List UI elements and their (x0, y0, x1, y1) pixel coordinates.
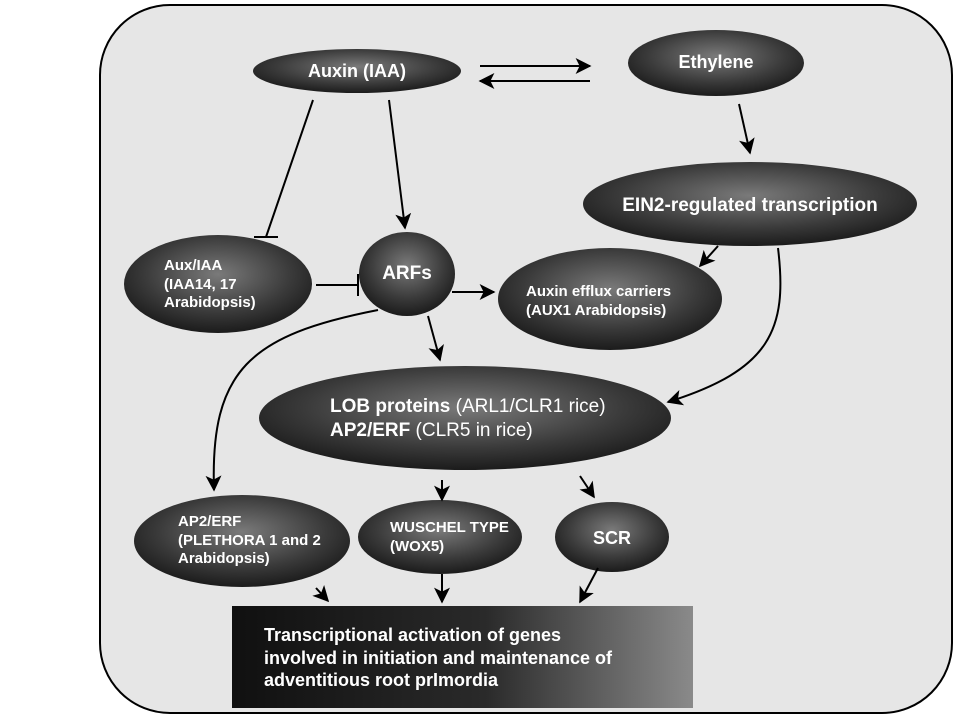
ethylene-label: Ethylene (678, 51, 754, 72)
ein2-node-shape (583, 162, 917, 246)
lob-label-rest-1: (ARL1/CLR1 rice) (450, 396, 606, 418)
auxin-label: Auxin (IAA) (308, 60, 406, 81)
ethylene-node-shape (628, 30, 804, 96)
efflux-label-2: (AUX1 Arabidopsis) (526, 302, 667, 319)
arrow-auxin-to-arfs (388, 99, 412, 230)
wox5-node: WUSCHEL TYPE (WOX5) (390, 515, 530, 561)
wox5-label-2: (WOX5) (390, 538, 445, 555)
transcription-box: Transcriptional activation of genes invo… (264, 614, 690, 702)
transcription-label-3: adventitious root prImordia (264, 670, 499, 691)
transcription-label-2: involved in initiation and maintenance o… (264, 647, 613, 668)
transcription-label-1: Transcriptional activation of genes (264, 625, 562, 646)
transcription-box-shape (232, 606, 693, 708)
lob-label-bold-2: AP2/ERF (330, 420, 411, 441)
arrow-arfs-to-lob (427, 315, 444, 362)
aux-iaa-label-2: (IAA14, 17 (164, 275, 237, 293)
arfs-node-shape (359, 232, 455, 316)
arfs-node: ARFs (359, 254, 455, 294)
arrow-arfs-to-ap2 (205, 309, 379, 492)
arrow-ap2-to-box (312, 584, 330, 603)
ap2-plethora-node-shape (134, 495, 350, 587)
inhibit-auxin-to-auxiaa (265, 99, 314, 238)
scr-node-shape (555, 502, 669, 572)
lob-line-2: AP2/ERF (CLR5 in rice) (330, 419, 533, 443)
ethylene-node: Ethylene (628, 44, 804, 80)
ap2-plethora-label-3: Arabidopsis) (178, 550, 270, 568)
lob-node: LOB proteins (ARL1/CLR1 rice) AP2/ERF (C… (330, 389, 650, 449)
efflux-label-1: Auxin efflux carriers (526, 283, 672, 301)
ein2-label: EIN2-regulated transcription (622, 195, 878, 216)
ap2-plethora-label-1: AP2/ERF (178, 512, 242, 530)
auxin-node-shape (253, 49, 461, 93)
ap2-plethora-label-2: (PLETHORA 1 and 2 (178, 531, 321, 549)
efflux-node: Auxin efflux carriers (AUX1 Arabidopsis) (526, 274, 716, 330)
aux-iaa-node-shape (124, 235, 312, 333)
auxin-node: Auxin (IAA) (253, 52, 461, 90)
aux-iaa-label-1: Aux/IAA (164, 256, 223, 274)
arrow-ein2-to-lob (666, 247, 782, 406)
aux-iaa-node: Aux/IAA (IAA14, 17 Arabidopsis) (164, 245, 304, 325)
scr-label: SCR (592, 527, 631, 548)
efflux-node-shape (498, 248, 722, 350)
ap2-plethora-node: AP2/ERF (PLETHORA 1 and 2 Arabidopsis) (178, 503, 348, 579)
arrow-ethylene-to-ein2 (738, 103, 755, 155)
lob-line-1: LOB proteins (ARL1/CLR1 rice) (330, 395, 606, 419)
wox5-label-1: WUSCHEL TYPE (390, 519, 509, 537)
lob-node-shape (259, 366, 671, 470)
scr-node: SCR (556, 520, 668, 556)
arrow-ein2-to-efflux (698, 245, 719, 268)
ein2-node: EIN2-regulated transcription (583, 186, 917, 226)
lob-label-rest-2: (CLR5 in rice) (410, 420, 533, 441)
aux-iaa-label-3: Arabidopsis) (164, 294, 256, 312)
arrow-lob-to-scr (579, 475, 595, 499)
arrow-scr-to-box (579, 567, 599, 604)
arfs-label: ARFs (382, 263, 432, 284)
lob-label-bold-1: LOB proteins (330, 396, 451, 418)
wox5-node-shape (358, 500, 522, 574)
